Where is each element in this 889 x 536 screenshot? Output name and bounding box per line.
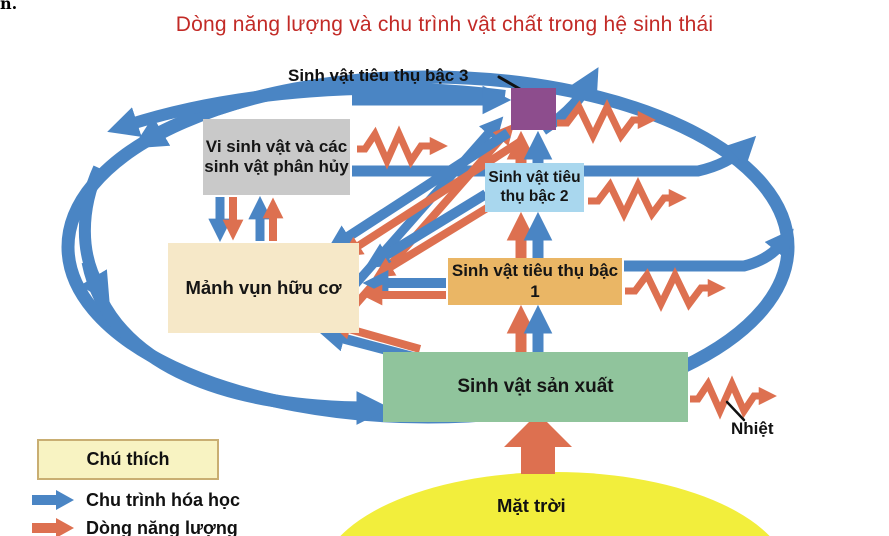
legend-item-label: Chu trình hóa học bbox=[86, 489, 240, 510]
node-consumer3-box bbox=[511, 88, 556, 130]
heat-zigzag-decomposers bbox=[357, 125, 448, 170]
legend-item-label: Dòng năng lượng bbox=[86, 517, 238, 536]
cycle-arrow-inner-top bbox=[107, 82, 506, 137]
legend-item-energy-flow: Dòng năng lượng bbox=[32, 517, 238, 536]
heat-zigzag-consumer1 bbox=[625, 266, 726, 313]
cycle-arrow-consumer2-to-detritus bbox=[364, 189, 489, 269]
heat-label: Nhiệt bbox=[731, 419, 774, 438]
corner-text-fragment: n. bbox=[0, 0, 18, 13]
cycle-arrow-consumer3-to-detritus bbox=[326, 128, 511, 251]
energy-arrow-sun-to-producers bbox=[504, 413, 572, 474]
cycle-arrow-consumer1-to-cycle bbox=[624, 228, 794, 272]
node-decomposers: Vi sinh vật và các sinh vật phân hủy bbox=[203, 119, 350, 195]
consumer3-label: Sinh vật tiêu thụ bậc 3 bbox=[288, 66, 469, 85]
heat-pointer-line bbox=[725, 400, 746, 422]
node-producers: Sinh vật sản xuất bbox=[383, 352, 688, 422]
orange-arrow-icon bbox=[32, 518, 74, 536]
page-title: Dòng năng lượng và chu trình vật chất tr… bbox=[175, 13, 714, 36]
heat-zigzag-consumer2 bbox=[588, 176, 687, 223]
sun-shape bbox=[340, 472, 770, 536]
node-consumer2: Sinh vật tiêu thụ bậc 2 bbox=[485, 163, 584, 212]
heat-zigzag-producers bbox=[690, 375, 777, 420]
node-detritus: Mảnh vụn hữu cơ bbox=[168, 243, 359, 333]
blue-arrow-icon bbox=[32, 490, 74, 510]
legend-item-chemical-cycle: Chu trình hóa học bbox=[32, 489, 240, 511]
cycle-arrow-to-producers bbox=[81, 260, 391, 425]
energy-arrow-consumer2-to-detritus bbox=[373, 201, 495, 278]
legend-title-box: Chú thích bbox=[37, 439, 219, 480]
node-consumer1: Sinh vật tiêu thụ bậc 1 bbox=[448, 258, 622, 305]
sun-label: Mặt trời bbox=[497, 495, 566, 516]
energy-arrow-consumer3-to-detritus bbox=[341, 137, 524, 257]
cycle-arrow-consumer2-to-cycle bbox=[352, 135, 757, 177]
heat-zigzag-consumer3 bbox=[557, 98, 656, 145]
